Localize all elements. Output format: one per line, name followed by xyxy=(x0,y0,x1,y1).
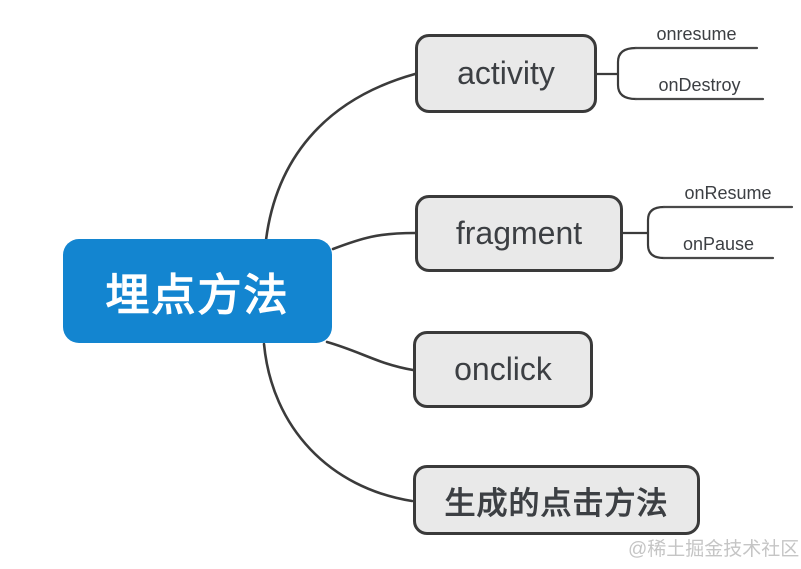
subtopic-onPause-label: onPause xyxy=(682,234,755,254)
bracket-activity-children xyxy=(616,46,638,101)
topic-activity-label: activity xyxy=(457,55,555,91)
subtopic-ondestroy[interactable]: onDestroy xyxy=(636,72,763,96)
subtopic-onResume-label: onResume xyxy=(684,183,772,203)
curve-root-to-fragment xyxy=(331,231,417,251)
subtopic-onPause[interactable]: onPause xyxy=(664,231,773,255)
topic-onclick-label: onclick xyxy=(454,351,552,387)
topic-generated-click-method[interactable]: 生成的点击方法 xyxy=(413,465,700,535)
root-topic[interactable]: 埋点方法 xyxy=(63,239,332,343)
topic-onclick[interactable]: onclick xyxy=(413,331,593,408)
watermark: @稀土掘金技术社区 xyxy=(628,539,800,560)
topic-activity[interactable]: activity xyxy=(415,34,597,113)
subtopic-onResume[interactable]: onResume xyxy=(664,180,792,204)
topic-fragment-label: fragment xyxy=(455,215,583,251)
curve-root-to-onclick xyxy=(325,340,415,372)
subtopic-onresume-label: onresume xyxy=(656,24,737,44)
bracket-fragment-children xyxy=(646,205,666,260)
curve-root-to-activity xyxy=(264,72,417,242)
curve-root-to-generated xyxy=(262,342,414,503)
topic-fragment[interactable]: fragment xyxy=(415,195,623,272)
subtopic-ondestroy-label: onDestroy xyxy=(658,75,741,95)
root-topic-label: 埋点方法 xyxy=(105,271,290,320)
topic-generated-click-method-label: 生成的点击方法 xyxy=(444,485,669,521)
subtopic-onresume[interactable]: onresume xyxy=(636,21,757,45)
